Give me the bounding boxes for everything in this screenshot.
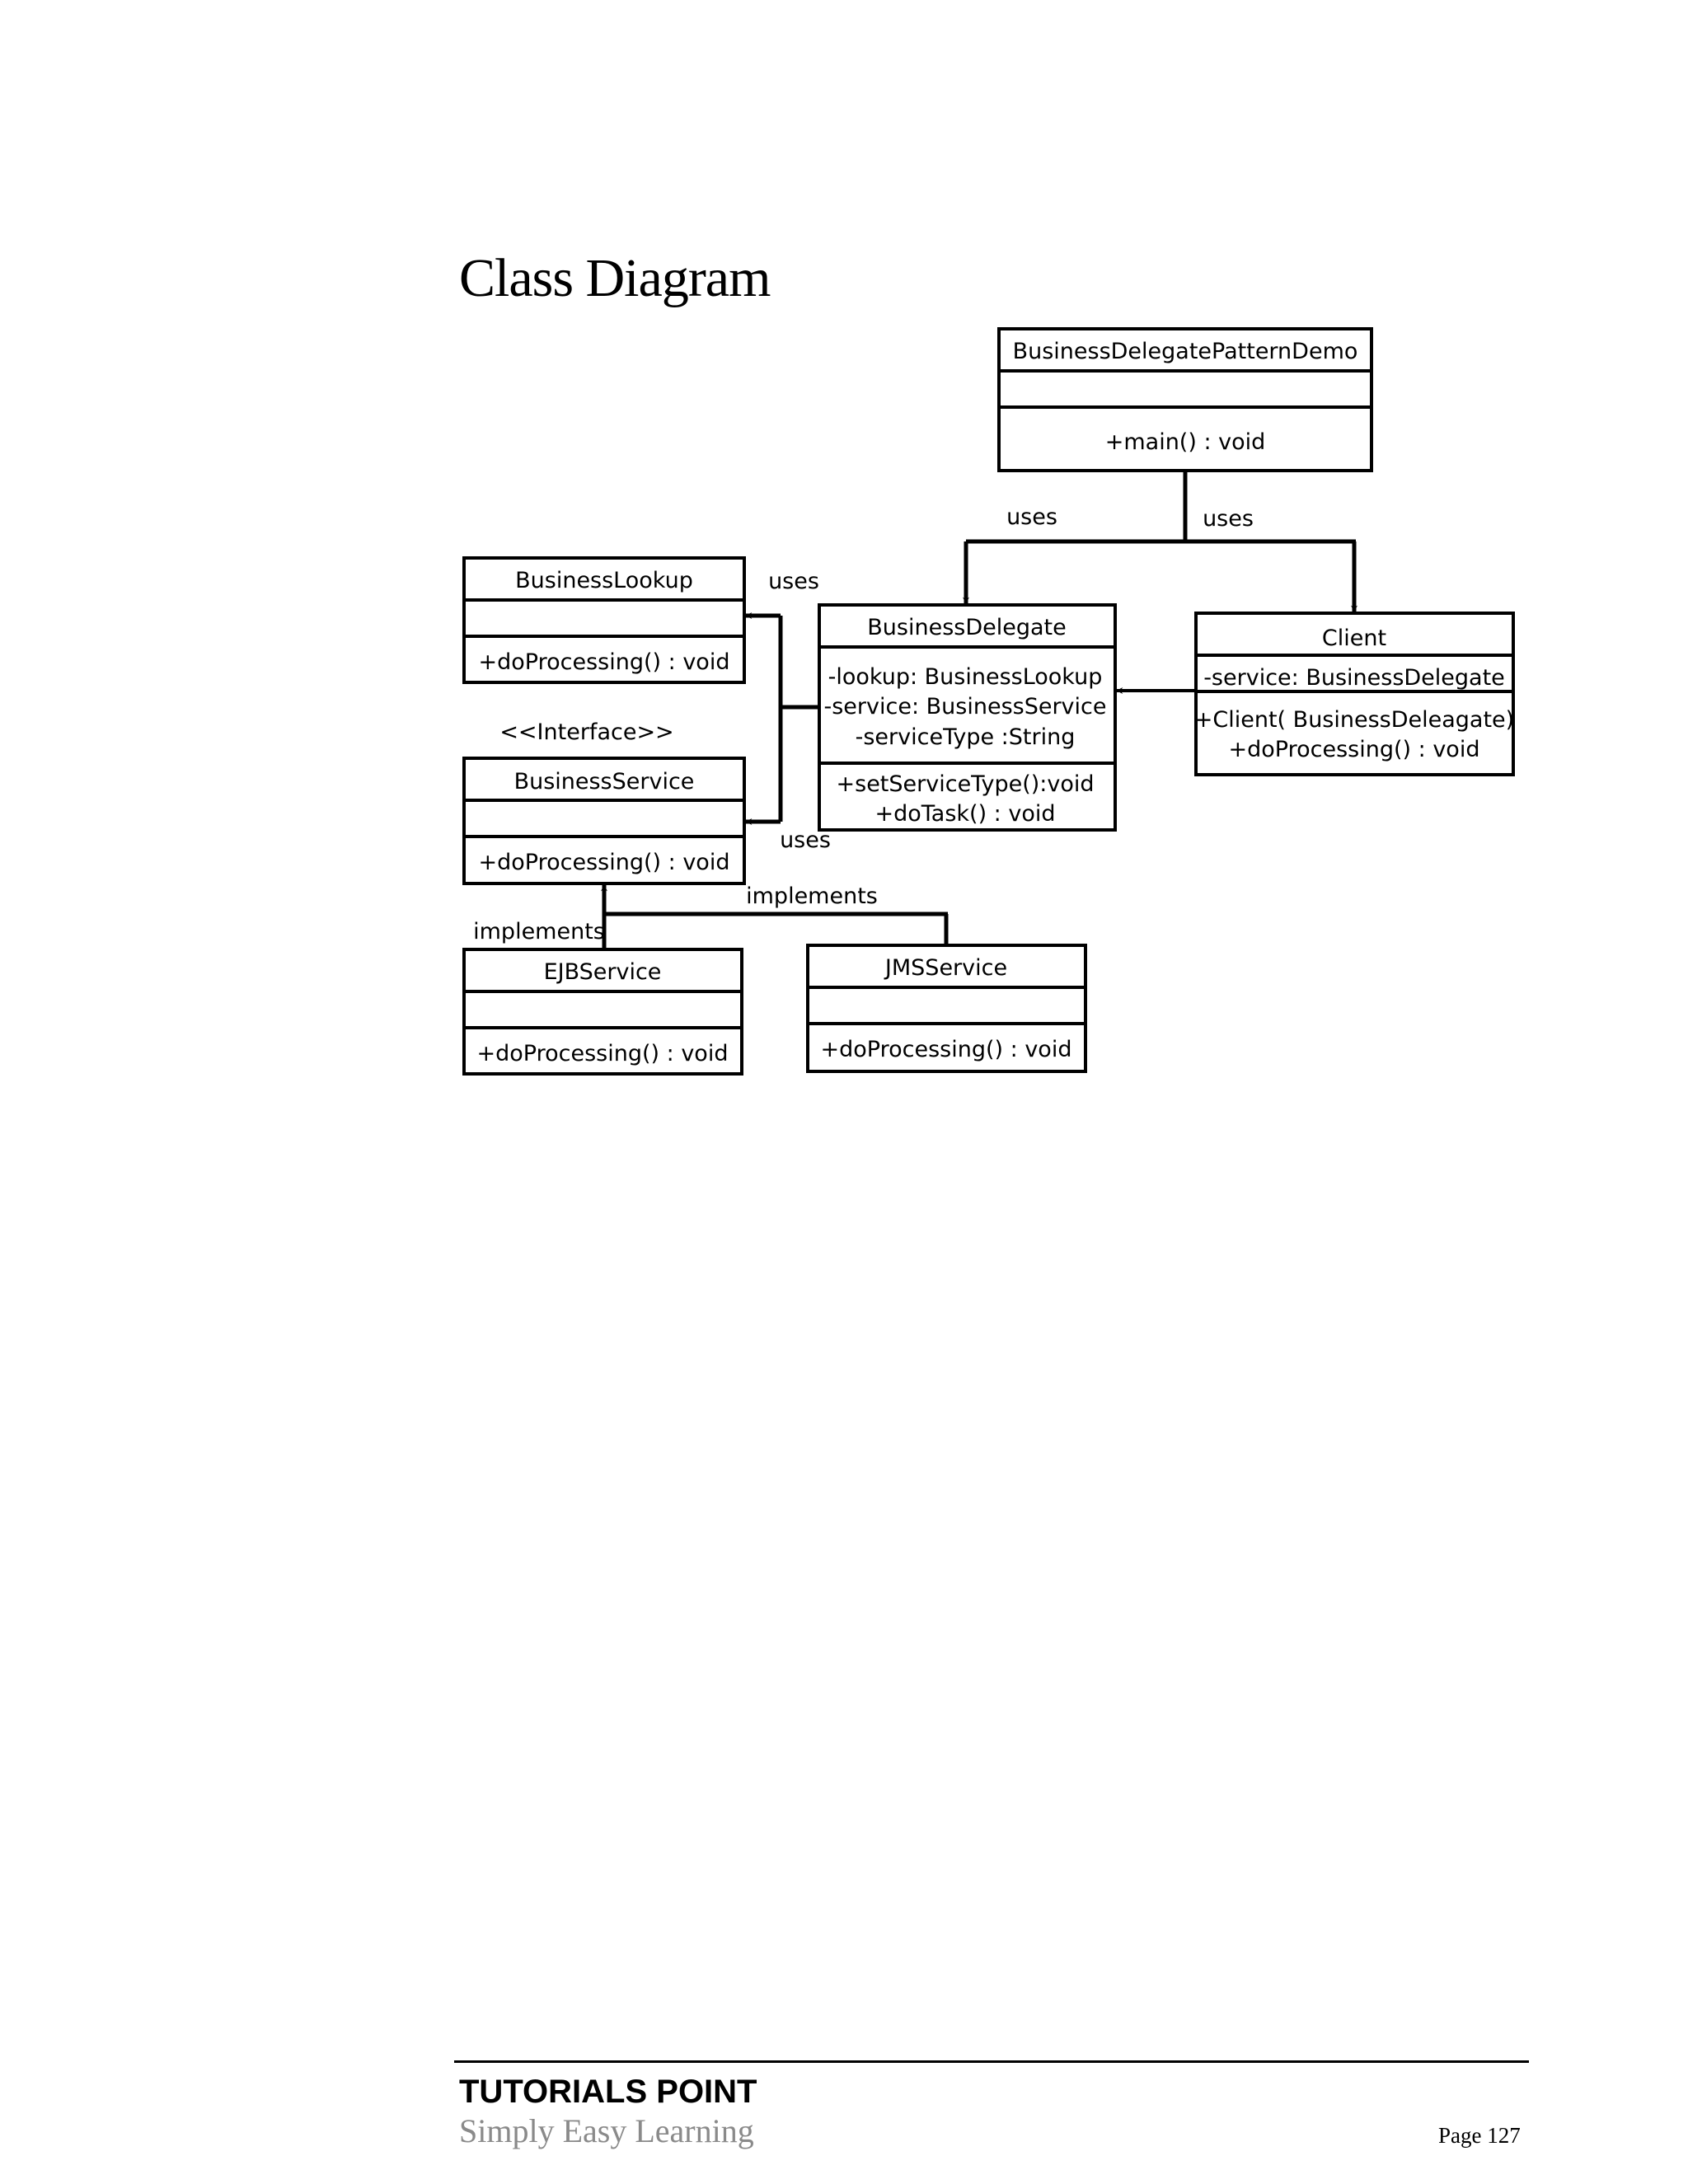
footer-brand: TUTORIALS POINT	[459, 2074, 757, 2110]
uses-label: uses	[768, 569, 819, 594]
footer-tagline: Simply Easy Learning	[459, 2112, 754, 2149]
class-name: BusinessLookup	[515, 568, 693, 593]
uses-label: uses	[1203, 506, 1254, 532]
implements-label: implements	[746, 883, 878, 909]
uses-label: uses	[1006, 504, 1057, 530]
page-number: Page 127	[1438, 2123, 1521, 2148]
class-business-lookup: BusinessLookup +doProcessing() : void	[462, 556, 746, 684]
class-name: EJBService	[544, 959, 662, 985]
class-business-delegate-pattern-demo: BusinessDelegatePatternDemo +main() : vo…	[997, 327, 1373, 472]
relation-delegate-uses	[745, 612, 819, 825]
implements-label: implements	[473, 919, 605, 944]
attribute: -service: BusinessService	[824, 694, 1107, 719]
class-name: Client	[1322, 626, 1386, 651]
uses-label: uses	[780, 827, 831, 853]
class-business-service: <<Interface>> BusinessService +doProcess…	[462, 719, 746, 885]
class-name: BusinessDelegate	[867, 615, 1066, 640]
attribute: -service: BusinessDelegate	[1203, 665, 1505, 691]
method: +doProcessing() : void	[821, 1037, 1072, 1062]
method: +main() : void	[1105, 429, 1266, 455]
class-jms-service: JMSService +doProcessing() : void	[806, 944, 1087, 1073]
method: +doTask() : void	[874, 801, 1055, 827]
attribute: -serviceType :String	[856, 724, 1076, 750]
class-ejb-service: EJBService +doProcessing() : void	[462, 948, 743, 1076]
class-name: BusinessDelegatePatternDemo	[1013, 339, 1358, 364]
method: +doProcessing() : void	[479, 850, 730, 875]
class-name: JMSService	[884, 955, 1007, 981]
attribute: -lookup: BusinessLookup	[828, 664, 1103, 690]
class-client: Client -service: BusinessDelegate +Clien…	[1194, 612, 1515, 776]
method: +doProcessing() : void	[477, 1041, 729, 1066]
section-heading: Class Diagram	[459, 248, 771, 308]
stereotype: <<Interface>>	[499, 719, 673, 745]
method: +setServiceType():void	[837, 771, 1095, 797]
footer-rule	[454, 2060, 1529, 2063]
class-name: BusinessService	[514, 769, 695, 794]
relation-demo-uses	[963, 471, 1357, 612]
relation-implements	[601, 884, 949, 949]
method: +doProcessing() : void	[1229, 737, 1480, 762]
method: +Client( BusinessDeleagate)	[1194, 707, 1514, 733]
class-business-delegate: BusinessDelegate -lookup: BusinessLookup…	[818, 603, 1117, 832]
method: +doProcessing() : void	[479, 649, 730, 675]
